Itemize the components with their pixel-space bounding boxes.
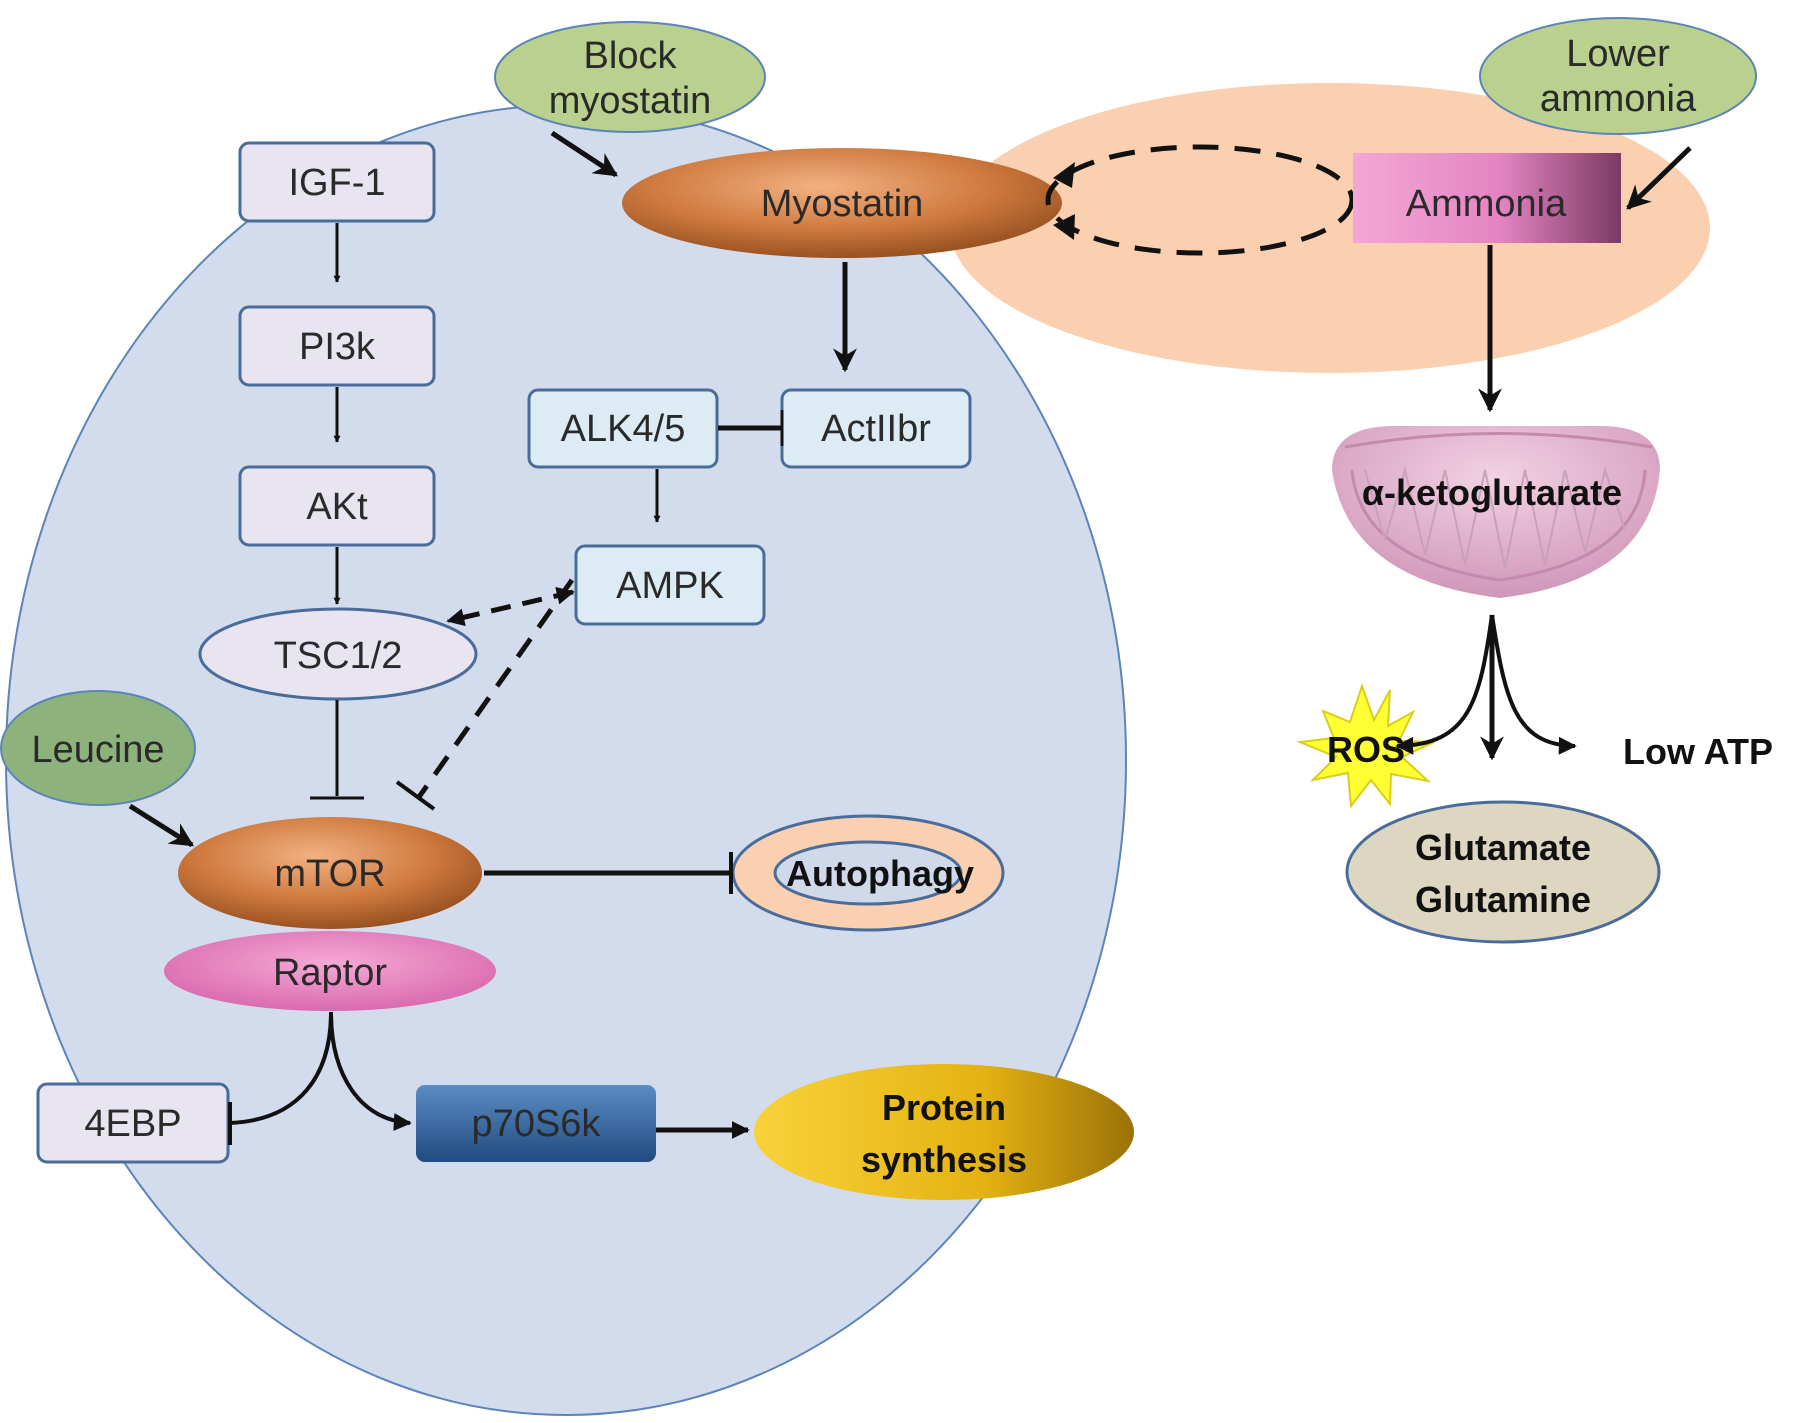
autophagy-node: Autophagy <box>731 814 1005 932</box>
glutamate-glutamine-node: Glutamate Glutamine <box>1345 800 1661 944</box>
leucine-node: Leucine <box>0 690 196 806</box>
alk-node: ALK4/5 <box>527 388 719 469</box>
akg-label: α-ketoglutarate <box>1362 472 1622 513</box>
myostatin-ammonia-cycle <box>1045 144 1355 256</box>
protein-synthesis-label: Protein <box>882 1087 1006 1128</box>
ammonia-label: Ammonia <box>1406 183 1567 225</box>
block-myostatin-node: Block myostatin <box>494 21 766 133</box>
edge-raptor-p70 <box>329 1011 412 1131</box>
pi3k-node: PI3k <box>238 305 436 387</box>
cycle-arrowhead-top <box>1053 162 1075 188</box>
igf1-node: IGF-1 <box>238 141 436 223</box>
protein-synthesis-label-2: synthesis <box>861 1139 1027 1180</box>
edge-leucine-mtor <box>128 803 195 848</box>
ammonia-node: Ammonia <box>1353 153 1621 243</box>
lower-ammonia-label: Lower <box>1566 33 1670 75</box>
edge-akg-ros <box>1395 614 1494 755</box>
edge-ampk-inhibits-mtor <box>416 578 575 799</box>
alk-label: ALK4/5 <box>561 408 686 450</box>
akt-node: AKt <box>238 465 436 547</box>
edge-ampk-tsc <box>446 586 575 627</box>
ros-node: ROS <box>1296 682 1435 809</box>
autophagy-label: Autophagy <box>786 853 974 894</box>
edge-raptor-inhibits-4ebp <box>229 1011 333 1125</box>
glutamine-label: Glutamine <box>1415 879 1591 920</box>
low-atp-label: Low ATP <box>1623 731 1773 772</box>
pi3k-label: PI3k <box>299 326 376 368</box>
igf1-label: IGF-1 <box>288 162 385 204</box>
leucine-label: Leucine <box>31 729 164 771</box>
tsc-label: TSC1/2 <box>274 635 403 677</box>
actiibr-label: ActIIbr <box>821 408 931 450</box>
edge-akg-lowatp <box>1490 614 1577 755</box>
lower-ammonia-node: Lower ammonia <box>1479 17 1757 135</box>
cycle-arrowhead-bottom <box>1053 214 1075 240</box>
edge-ampk-inhibits-mtor-bar <box>395 780 436 811</box>
p70-node: p70S6k <box>416 1085 656 1162</box>
ampk-node: AMPK <box>574 544 766 626</box>
mtor-node: mTOR <box>178 817 482 929</box>
ros-label: ROS <box>1327 729 1405 770</box>
mitochondrion-icon <box>1332 426 1660 598</box>
myostatin-node: Myostatin <box>622 148 1062 258</box>
raptor-label: Raptor <box>273 952 387 994</box>
lower-ammonia-label-2: ammonia <box>1540 78 1697 120</box>
mtor-label: mTOR <box>274 853 385 895</box>
ebp-node: 4EBP <box>36 1082 230 1164</box>
block-myostatin-label: Block <box>584 35 678 77</box>
ebp-label: 4EBP <box>84 1103 181 1145</box>
actiibr-node: ActIIbr <box>780 388 972 469</box>
myostatin-label: Myostatin <box>761 183 924 225</box>
protein-synthesis-node: Protein synthesis <box>754 1064 1134 1200</box>
raptor-node: Raptor <box>164 931 496 1011</box>
glutamate-label: Glutamate <box>1415 827 1591 868</box>
tsc-node: TSC1/2 <box>198 607 478 701</box>
block-myostatin-label-2: myostatin <box>549 80 712 122</box>
ros-star-icon <box>1296 682 1435 809</box>
akt-label: AKt <box>306 486 368 528</box>
edge-lower-ammonia <box>1626 146 1692 210</box>
edge-block-myostatin <box>550 130 619 178</box>
ampk-label: AMPK <box>616 565 724 607</box>
p70-label: p70S6k <box>472 1103 602 1145</box>
